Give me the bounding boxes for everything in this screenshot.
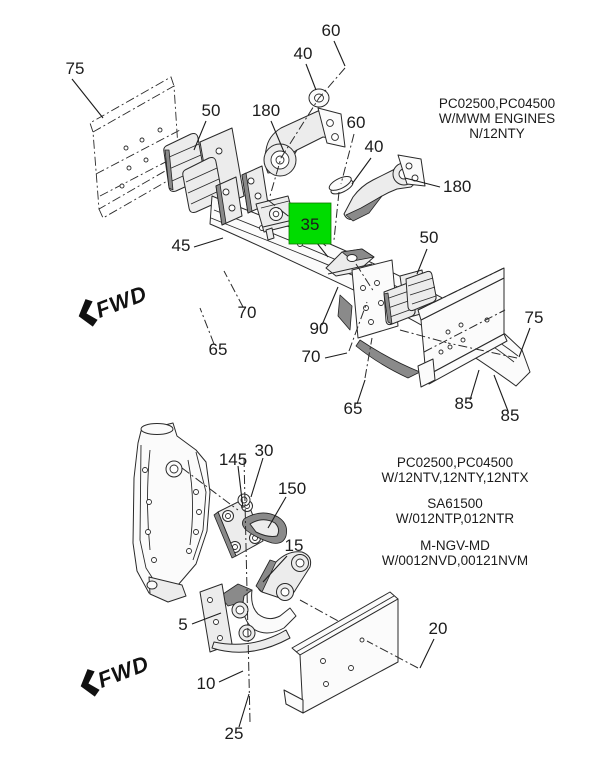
callout-145[interactable]: 145 <box>219 450 247 469</box>
engine-bracket-left <box>263 107 346 177</box>
callout-50-right[interactable]: 50 <box>420 228 439 247</box>
callout-15[interactable]: 15 <box>285 536 304 555</box>
top-note-line1: PC02500,PC04500 <box>439 96 555 111</box>
callout-40-top[interactable]: 40 <box>294 44 313 63</box>
frame-rail-right <box>417 267 508 388</box>
insulator-right <box>383 269 437 326</box>
highlighted-part-bracket <box>325 248 375 277</box>
mount-pad <box>255 195 297 241</box>
top-assembly-diagram: 75 50 180 40 60 60 40 180 45 50 90 70 65… <box>66 21 556 425</box>
fwd-arrow-icon <box>80 669 100 697</box>
bottom-assembly-diagram: 145 30 150 15 5 10 25 20 PC02500,PC04500… <box>80 422 529 743</box>
callout-180-left[interactable]: 180 <box>252 101 280 120</box>
callout-20[interactable]: 20 <box>429 619 448 638</box>
leader-lines-bottom <box>191 457 435 728</box>
callout-70-left[interactable]: 70 <box>238 303 257 322</box>
insulator-150 <box>242 512 288 544</box>
top-note: PC02500,PC04500 W/MWM ENGINES N/12NTY <box>439 96 555 141</box>
fwd-label-top: FWD <box>92 280 151 322</box>
highlight-box[interactable] <box>288 202 332 245</box>
callout-40-mid[interactable]: 40 <box>365 137 384 156</box>
bottom-note1-line2: W/12NTV,12NTY,12NTX <box>381 470 528 485</box>
bottom-note3-line1: M-NGV-MD <box>420 538 490 553</box>
fwd-label-bottom: FWD <box>94 650 153 692</box>
engine-housing <box>132 422 211 603</box>
highlighted-callout-35[interactable]: 35 <box>288 202 332 245</box>
top-note-line3: N/12NTY <box>469 126 525 141</box>
mount-bracket-145 <box>213 493 264 559</box>
callout-70-right[interactable]: 70 <box>302 347 321 366</box>
callout-180-right[interactable]: 180 <box>443 177 471 196</box>
callout-35[interactable]: 35 <box>301 215 320 234</box>
top-note-line2: W/MWM ENGINES <box>439 111 555 126</box>
callout-5[interactable]: 5 <box>178 615 187 634</box>
support-arm-15 <box>255 551 312 601</box>
leader-lines-top <box>71 40 531 412</box>
callout-10[interactable]: 10 <box>197 674 216 693</box>
callout-50-left[interactable]: 50 <box>202 101 221 120</box>
callout-45[interactable]: 45 <box>172 236 191 255</box>
lower-bracket-5 <box>199 583 297 653</box>
callout-85-b[interactable]: 85 <box>501 406 520 425</box>
engine-bracket-right <box>343 154 426 222</box>
callout-60-top[interactable]: 60 <box>322 21 341 40</box>
callout-85-a[interactable]: 85 <box>455 394 474 413</box>
bottom-note2-line2: W/012NTP,012NTR <box>396 511 515 526</box>
callout-75-right[interactable]: 75 <box>525 308 544 327</box>
fwd-direction-marker-bottom: FWD <box>80 650 153 697</box>
callout-60-mid[interactable]: 60 <box>347 113 366 132</box>
callout-150[interactable]: 150 <box>278 479 306 498</box>
bottom-note1-line1: PC02500,PC04500 <box>397 455 513 470</box>
fwd-arrow-icon <box>78 299 98 327</box>
bottom-note3-line2: W/0012NVD,00121NVM <box>382 553 528 568</box>
callout-90[interactable]: 90 <box>310 319 329 338</box>
callout-25[interactable]: 25 <box>225 724 244 743</box>
fwd-direction-marker-top: FWD <box>78 280 151 327</box>
assembly-centerlines-bottom <box>181 457 419 723</box>
bottom-notes: PC02500,PC04500 W/12NTV,12NTY,12NTX SA61… <box>381 455 528 568</box>
callout-65-left[interactable]: 65 <box>209 340 228 359</box>
frame-rail-bottom <box>283 591 399 714</box>
washer-mid <box>328 175 354 195</box>
callout-65-right[interactable]: 65 <box>344 399 363 418</box>
callout-75-left[interactable]: 75 <box>66 59 85 78</box>
bottom-note2-line1: SA61500 <box>427 496 483 511</box>
callout-30[interactable]: 30 <box>255 441 274 460</box>
